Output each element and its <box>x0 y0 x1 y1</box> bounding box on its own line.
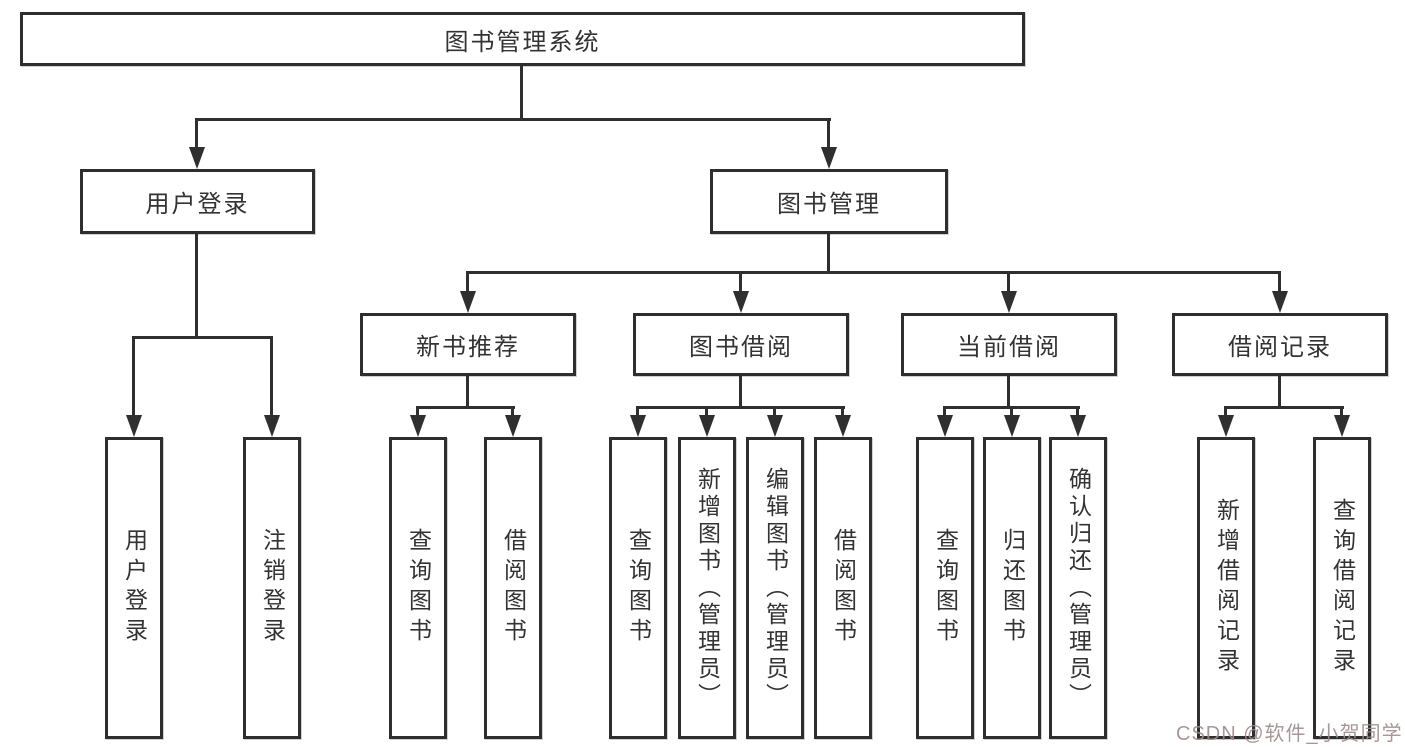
arrow-down-icon <box>460 291 476 313</box>
connector-bookmgmt-stem <box>827 234 830 274</box>
leaf-label: 注销登录 <box>259 528 286 648</box>
connector-stem <box>705 406 708 418</box>
arrow-down-icon <box>410 415 426 437</box>
arrow-down-icon <box>937 415 953 437</box>
connector-stem <box>636 406 639 418</box>
connector-borrowing-stem <box>739 376 742 409</box>
leaf-label: 查询图书 <box>932 528 959 648</box>
connector-stem <box>1010 406 1013 418</box>
arrow-down-icon <box>821 147 837 169</box>
leaf-query-books-borrowing: 查询图书 <box>609 437 667 739</box>
connector-root-stem <box>520 66 523 121</box>
node-new-book-recommend: 新书推荐 <box>360 313 576 376</box>
node-label: 借阅记录 <box>1228 334 1332 361</box>
connector-stem <box>466 271 469 295</box>
connector-stem <box>773 406 776 418</box>
node-label: 用户登录 <box>145 191 250 218</box>
leaf-add-borrow-record: 新增借阅记录 <box>1197 437 1255 739</box>
leaf-label: 新增图书（管理员） <box>694 466 721 710</box>
node-label: 图书管理 <box>777 191 881 218</box>
connector-stem <box>270 336 273 418</box>
node-book-borrowing: 图书借阅 <box>633 313 849 376</box>
arrow-down-icon <box>767 415 783 437</box>
leaf-label: 用户登录 <box>121 528 148 648</box>
arrow-down-icon <box>1272 291 1288 313</box>
leaf-label: 确认归还（管理员） <box>1065 466 1092 710</box>
connector-stem <box>416 406 419 418</box>
connector-stem <box>195 118 198 152</box>
leaf-label: 归还图书 <box>999 528 1026 648</box>
leaf-borrow-books-borrowing: 借阅图书 <box>814 437 872 739</box>
leaf-label: 查询借阅记录 <box>1329 498 1356 678</box>
arrow-down-icon <box>1001 291 1017 313</box>
arrow-down-icon <box>505 415 521 437</box>
arrow-down-icon <box>264 415 280 437</box>
connector-stem <box>132 336 135 418</box>
connector-stem <box>1340 406 1343 418</box>
connector-stem <box>841 406 844 418</box>
leaf-add-book-admin: 新增图书（管理员） <box>678 437 736 739</box>
node-root: 图书管理系统 <box>20 12 1025 66</box>
connector-current-stem <box>1007 376 1010 409</box>
node-borrowing-records: 借阅记录 <box>1172 313 1388 376</box>
leaf-borrow-books-newbook: 借阅图书 <box>484 437 542 739</box>
connector-newbook-stem <box>466 376 469 409</box>
arrow-down-icon <box>1070 415 1086 437</box>
connector-stem <box>827 118 830 152</box>
arrow-down-icon <box>1334 415 1350 437</box>
connector-userlogin-rail <box>132 336 273 339</box>
node-user-login: 用户登录 <box>80 169 315 234</box>
arrow-down-icon <box>699 415 715 437</box>
leaf-query-books-newbook: 查询图书 <box>389 437 447 739</box>
leaf-query-books-current: 查询图书 <box>916 437 974 739</box>
leaf-query-borrow-record: 查询借阅记录 <box>1313 437 1371 739</box>
node-root-label: 图书管理系统 <box>444 28 601 56</box>
leaf-confirm-return-admin: 确认归还（管理员） <box>1049 437 1107 739</box>
node-label: 新书推荐 <box>416 334 520 361</box>
connector-bookmgmt-rail <box>466 271 1281 274</box>
connector-root-rail <box>195 118 831 121</box>
connector-userlogin-stem <box>195 234 198 339</box>
leaf-label: 编辑图书（管理员） <box>762 466 789 710</box>
csdn-watermark: CSDN @软件_小贺同学 <box>1176 723 1403 745</box>
arrow-down-icon <box>835 415 851 437</box>
leaf-label: 借阅图书 <box>830 528 857 648</box>
connector-stem <box>1076 406 1079 418</box>
arrow-down-icon <box>1218 415 1234 437</box>
connector-stem <box>943 406 946 418</box>
arrow-down-icon <box>189 147 205 169</box>
connector-stem <box>1224 406 1227 418</box>
arrow-down-icon <box>126 415 142 437</box>
leaf-edit-book-admin: 编辑图书（管理员） <box>746 437 804 739</box>
connector-records-rail <box>1224 406 1344 409</box>
leaf-return-books: 归还图书 <box>983 437 1041 739</box>
connector-borrowing-rail <box>636 406 845 409</box>
connector-stem <box>511 406 514 418</box>
node-label: 图书借阅 <box>689 334 793 361</box>
connector-records-stem <box>1278 376 1281 409</box>
arrow-down-icon <box>733 291 749 313</box>
leaf-label: 借阅图书 <box>500 528 527 648</box>
connector-stem <box>1007 271 1010 295</box>
leaf-label: 查询图书 <box>625 528 652 648</box>
leaf-label: 新增借阅记录 <box>1213 498 1240 678</box>
node-book-management: 图书管理 <box>710 169 948 234</box>
arrow-down-icon <box>630 415 646 437</box>
node-label: 当前借阅 <box>957 334 1061 361</box>
node-current-borrowing: 当前借阅 <box>901 313 1117 376</box>
connector-stem <box>739 271 742 295</box>
connector-newbook-rail <box>416 406 515 409</box>
arrow-down-icon <box>1004 415 1020 437</box>
connector-stem <box>1278 271 1281 295</box>
leaf-logout: 注销登录 <box>243 437 301 739</box>
leaf-label: 查询图书 <box>405 528 432 648</box>
leaf-user-login: 用户登录 <box>105 437 163 739</box>
